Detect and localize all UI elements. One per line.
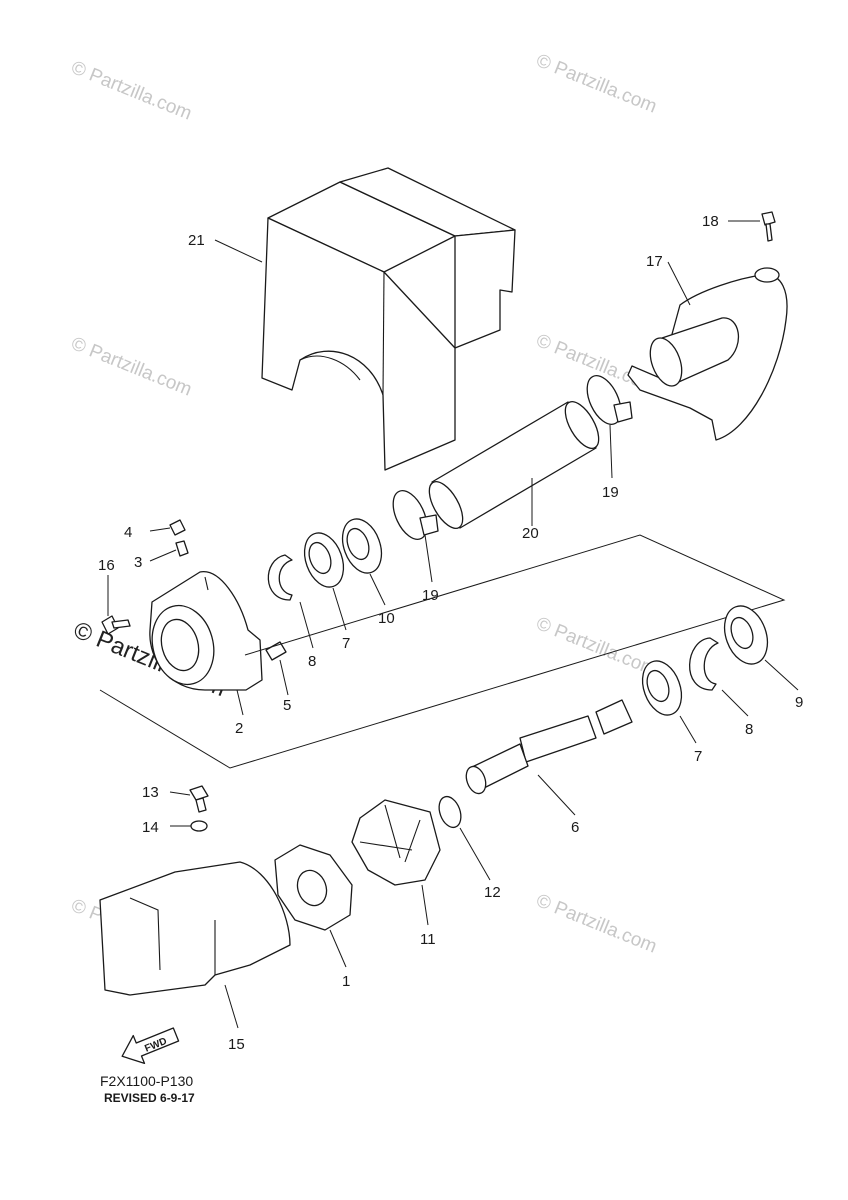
- callout-19-upper: 19: [602, 484, 619, 501]
- callout-14: 14: [142, 819, 159, 836]
- callout-15: 15: [228, 1036, 245, 1053]
- callout-20: 20: [522, 525, 539, 542]
- part-1-damper: [274, 844, 353, 931]
- revision-label: REVISED 6-9-17: [104, 1091, 195, 1105]
- callout-16: 16: [98, 557, 115, 574]
- callout-18: 18: [702, 213, 719, 230]
- callout-12: 12: [484, 884, 501, 901]
- watermark-3: © Partzilla.com: [68, 333, 195, 400]
- callout-1: 1: [342, 973, 350, 990]
- callout-13: 13: [142, 784, 159, 801]
- callout-8-upper: 8: [308, 653, 316, 670]
- callout-6: 6: [571, 819, 579, 836]
- part-7-bearing-upper: [303, 532, 345, 588]
- callout-9: 9: [795, 694, 803, 711]
- part-8-circlip-upper: [267, 554, 293, 601]
- callout-7-lower: 7: [694, 748, 702, 765]
- callout-4: 4: [124, 524, 132, 541]
- part-4-cap: [169, 519, 186, 536]
- callout-3: 3: [134, 554, 142, 571]
- part-9-bearing: [723, 605, 769, 665]
- callout-21: 21: [188, 232, 205, 249]
- part-7-bearing-lower: [641, 660, 683, 716]
- part-8-circlip-lower: [689, 637, 719, 691]
- part-19-clamp-lower: [392, 490, 439, 540]
- part-19-clamp-upper: [586, 375, 633, 425]
- callout-5: 5: [283, 697, 291, 714]
- part-5-pin: [265, 641, 287, 661]
- part-12-washer: [438, 795, 462, 829]
- callouts: 21 18 17 19 20 19 10 7 8 5 2 4 3 16 9 8 …: [98, 213, 803, 1053]
- part-20-hose: [428, 401, 600, 529]
- fwd-arrow: FWD: [121, 1027, 180, 1065]
- part-18-bolt: [761, 211, 776, 242]
- assembly-frame: [99, 534, 786, 769]
- callout-10: 10: [378, 610, 395, 627]
- part-21-cover: [261, 167, 516, 471]
- part-14-washer: [190, 820, 208, 832]
- callout-19-lower: 19: [422, 587, 439, 604]
- callout-17: 17: [646, 253, 663, 270]
- watermark-7: © Partzilla.com: [533, 890, 660, 957]
- callout-11: 11: [420, 931, 436, 948]
- watermark-2: © Partzilla.com: [533, 50, 660, 117]
- part-11-impeller: [351, 799, 441, 886]
- part-3-nipple: [175, 540, 189, 557]
- part-2-housing: [149, 571, 263, 691]
- part-16-bolt: [101, 615, 131, 635]
- part-17-nozzle: [627, 267, 788, 441]
- callout-8-lower: 8: [745, 721, 753, 738]
- callout-7-upper: 7: [342, 635, 350, 652]
- drawing-code: F2X1100-P130: [100, 1073, 194, 1089]
- part-10-bearing: [341, 518, 383, 574]
- callout-2: 2: [235, 720, 243, 737]
- leader-lines: [107, 220, 799, 1029]
- part-15-cover-lower: [99, 861, 291, 996]
- part-6-shaft: [465, 699, 633, 795]
- watermark-1: © Partzilla.com: [68, 57, 195, 124]
- part-13-bolt: [189, 785, 209, 813]
